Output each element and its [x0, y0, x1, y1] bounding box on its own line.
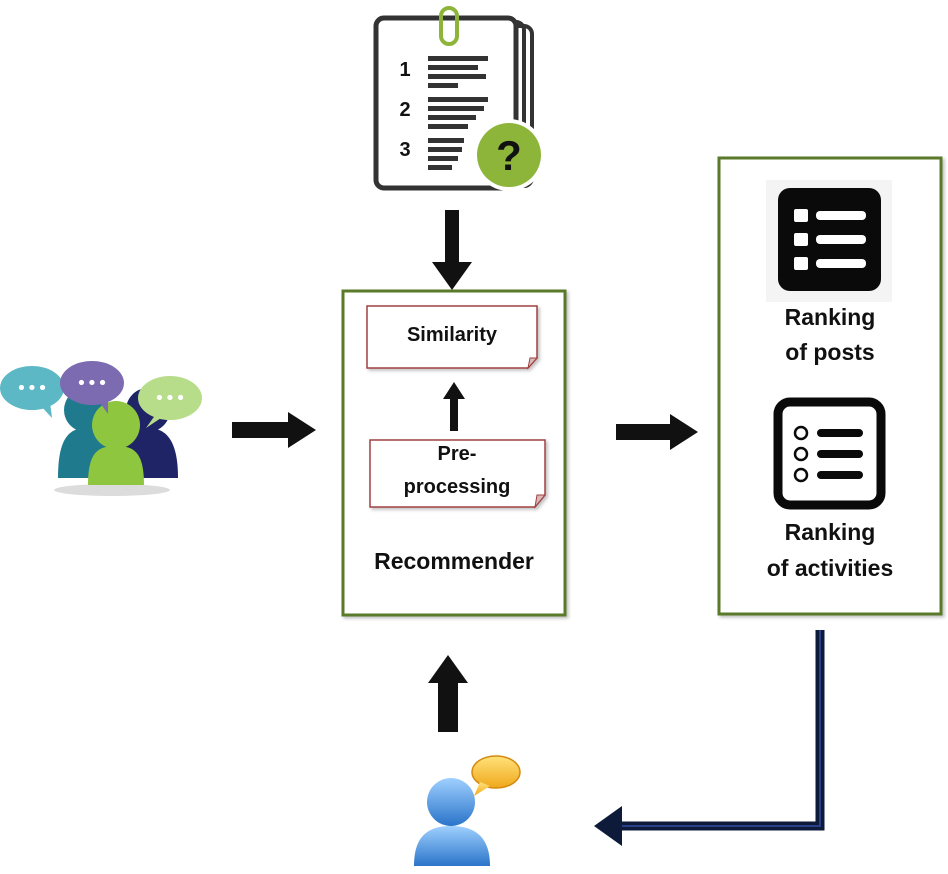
- preprocessing-label-line2: processing: [404, 476, 511, 498]
- feedback-arrow-icon: [594, 630, 825, 846]
- activities-label-line1: Ranking: [785, 519, 876, 545]
- posts-label-line1: Ranking: [785, 304, 876, 330]
- similarity-card: Similarity: [366, 305, 539, 370]
- similarity-label: Similarity: [407, 324, 498, 346]
- recommender-title: Recommender: [374, 548, 534, 574]
- activities-label-line2: of activities: [767, 555, 894, 581]
- question-mark: ?: [496, 132, 522, 179]
- outputs-box: Ranking of posts Ranking of activities: [717, 156, 943, 616]
- svg-text:•••: •••: [76, 373, 108, 394]
- question-badge-icon: [477, 123, 541, 187]
- user-chat-icon: [414, 755, 521, 866]
- arrow-up-icon: [428, 655, 468, 732]
- arrow-down-icon: [432, 210, 472, 290]
- activities-list-icon: [773, 397, 886, 510]
- questionnaire-clipboard-icon: 1 2 3 ?: [373, 6, 545, 191]
- recommender-box: Similarity Pre- processing Recommender: [341, 289, 567, 617]
- arrow-right-icon: [232, 412, 316, 448]
- preprocessing-label-line1: Pre-: [438, 443, 477, 465]
- svg-text:•••: •••: [154, 388, 186, 409]
- item-number-3: 3: [399, 139, 410, 161]
- arrow-right-icon: [616, 414, 698, 450]
- preprocessing-card: Pre- processing: [369, 439, 547, 509]
- arrow-up-icon: [443, 382, 465, 431]
- posts-label-line2: of posts: [785, 339, 874, 365]
- community-chat-icon: ••• ••• •••: [0, 361, 202, 496]
- item-number-2: 2: [399, 99, 410, 121]
- svg-text:•••: •••: [16, 378, 48, 399]
- posts-list-icon: [766, 180, 892, 302]
- item-number-1: 1: [399, 59, 410, 81]
